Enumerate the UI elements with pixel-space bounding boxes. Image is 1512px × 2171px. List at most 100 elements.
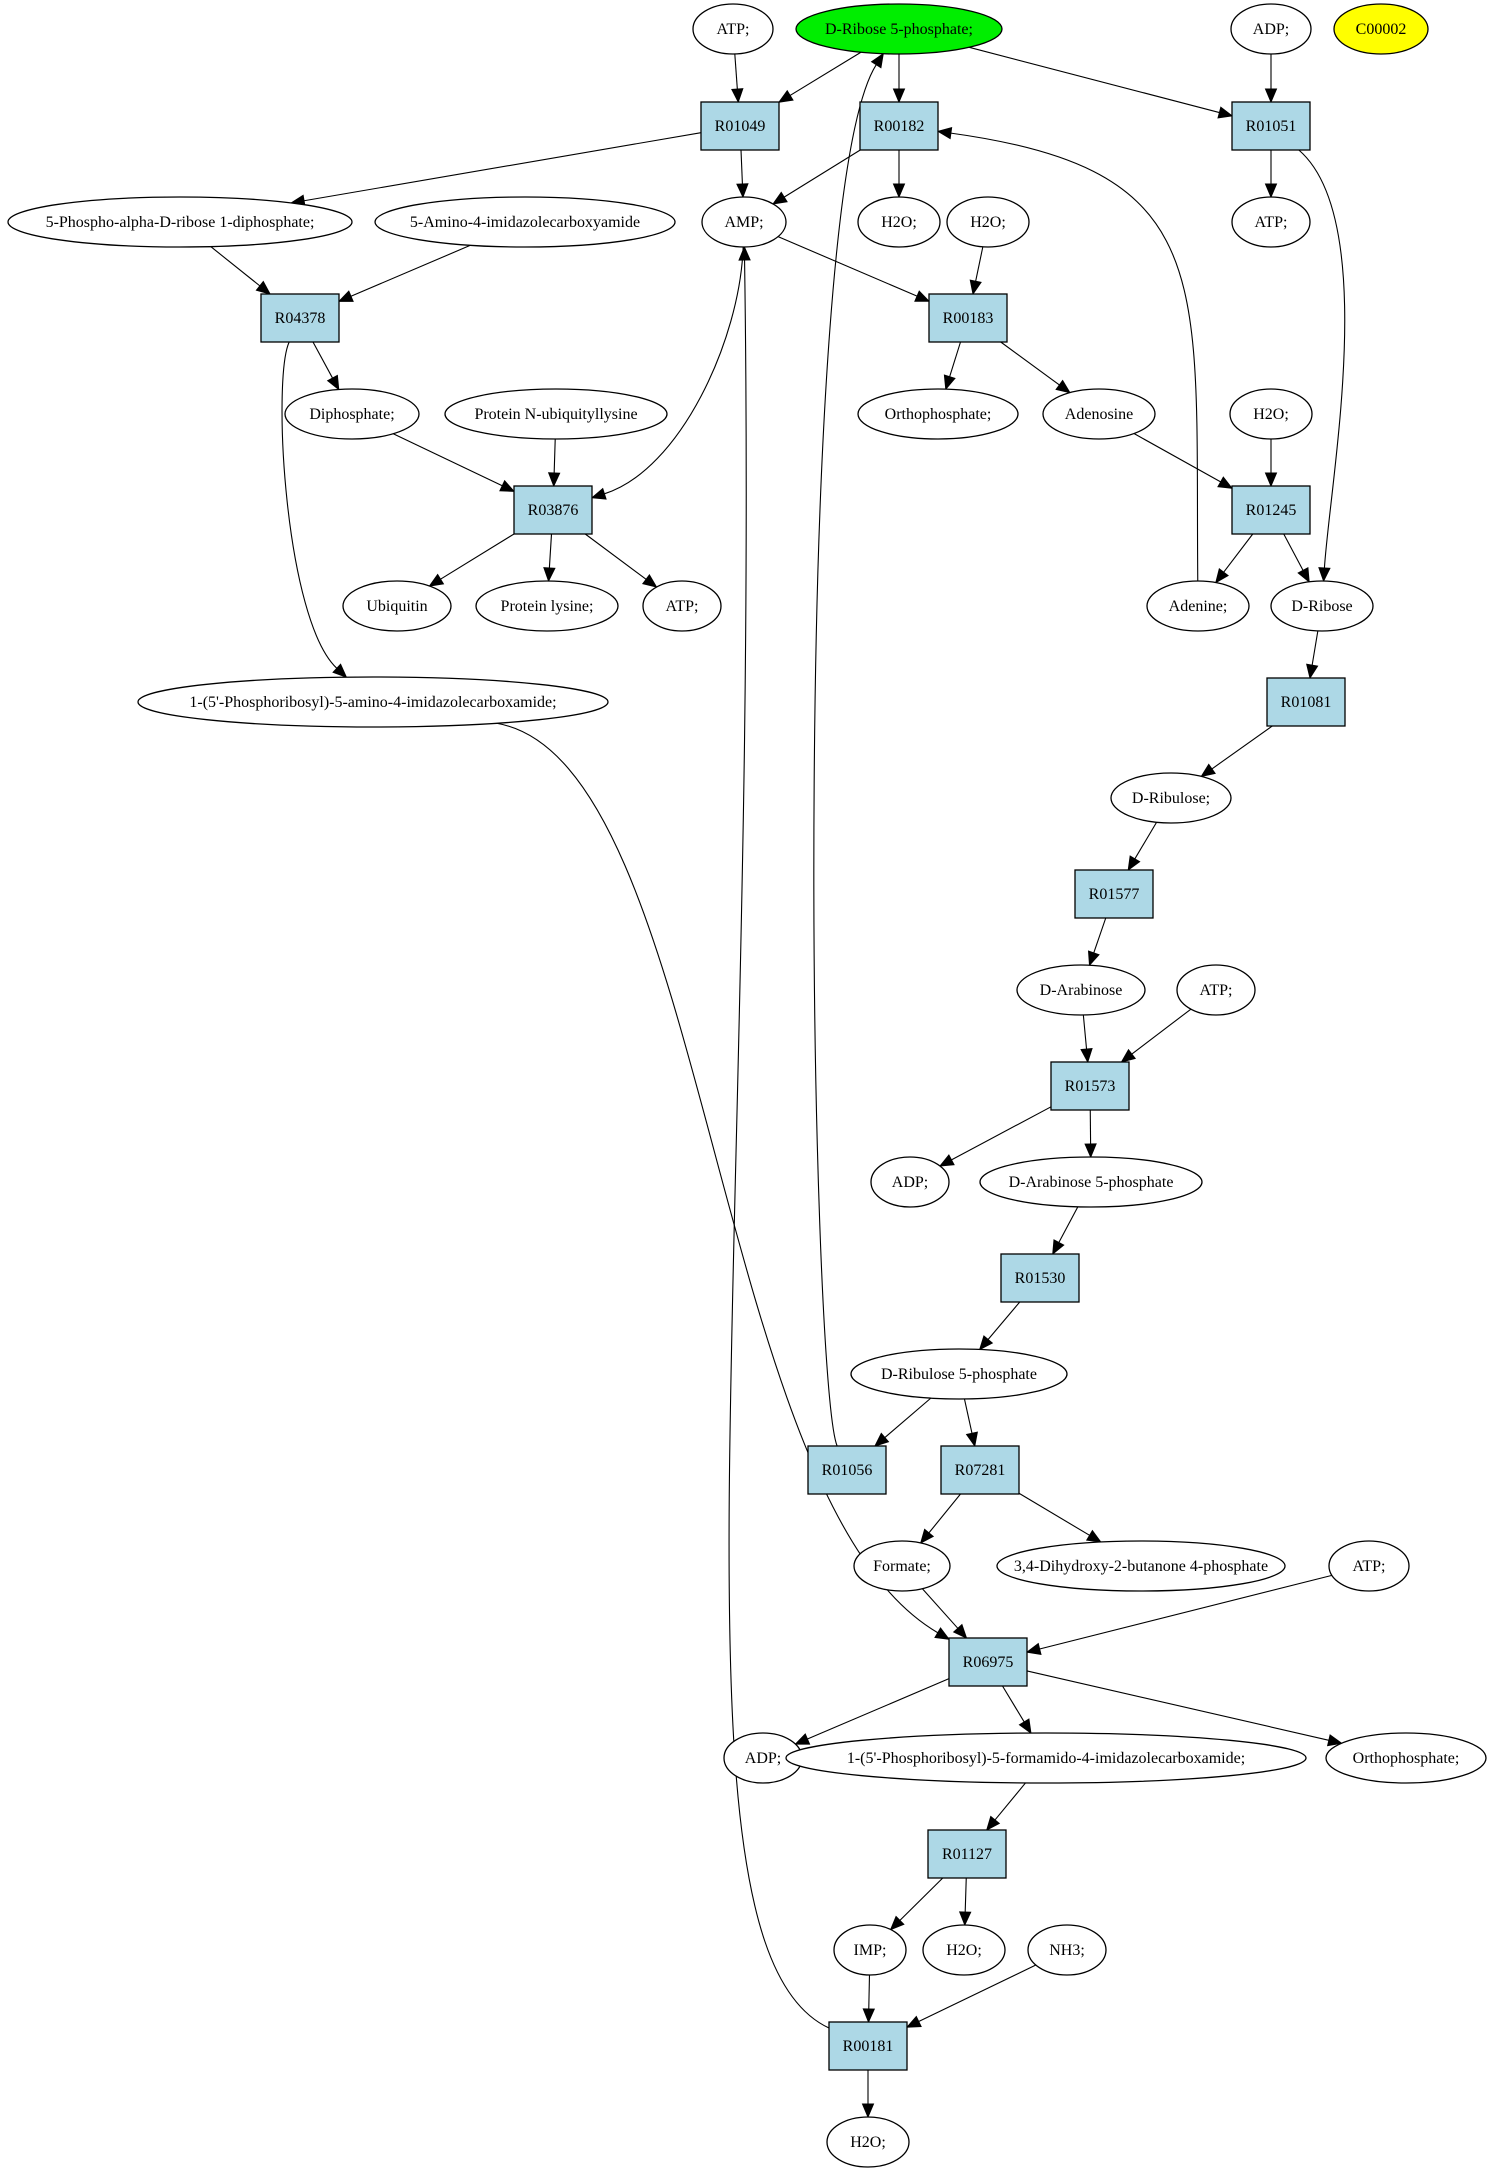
- edge-r01573-to-adp_r01573-arrowhead: [938, 1154, 955, 1167]
- node-label: R00181: [843, 2038, 894, 2055]
- compound-ellipse: [922, 1924, 1006, 1976]
- edge-ribose5p-to-r01049-arrowhead: [777, 89, 794, 103]
- compound-ellipse: [850, 1348, 1068, 1400]
- node-label: Formate;: [873, 1558, 931, 1575]
- compound-ellipse: [795, 3, 1003, 55]
- node-label: D-Ribulose;: [1132, 790, 1210, 807]
- edge-atp_top_left-to-r01049-arrowhead: [731, 88, 744, 104]
- node-label: 5-Phospho-alpha-D-ribose 1-diphosphate;: [46, 214, 315, 231]
- node-label: 5-Amino-4-imidazolecarboxyamide: [410, 214, 640, 231]
- node-label: Protein N-ubiquityllysine: [474, 406, 637, 423]
- edge-atp_r06975-to-r06975-arrowhead: [1025, 1642, 1042, 1655]
- edge-r00182-to-amp: [783, 149, 861, 198]
- compound-node-atp-r06975: ATP;: [1328, 1540, 1410, 1592]
- edge-atp_top_left-to-r01049: [734, 53, 738, 90]
- node-label: R04378: [275, 310, 326, 327]
- node-label: D-Arabinose 5-phosphate: [1009, 1174, 1174, 1191]
- edge-r01127-to-imp-arrowhead: [889, 1915, 905, 1931]
- compound-ellipse: [1027, 1924, 1107, 1976]
- compound-node-arabinose5p: D-Arabinose 5-phosphate: [979, 1156, 1203, 1208]
- edge-r06975-to-adp_r06975-arrowhead: [794, 1733, 811, 1745]
- node-label: H2O;: [946, 1942, 982, 1959]
- node-label: ATP;: [1353, 1558, 1386, 1575]
- edge-r04378-to-diphosphate: [312, 341, 334, 379]
- nodes-layer: ATP;D-Ribose 5-phosphate;ADP;C00002R0104…: [7, 3, 1487, 2168]
- compound-node-imp: IMP;: [833, 1924, 907, 1976]
- edge-d_ribulose-to-r01577-arrowhead: [1127, 855, 1141, 872]
- edge-r00183-to-orthophosphate_top-arrowhead: [943, 374, 956, 391]
- node-label: R01051: [1246, 118, 1297, 135]
- compound-ellipse: [1270, 580, 1374, 632]
- node-label: AMP;: [724, 214, 763, 231]
- reaction-node-r01530: R01530: [1000, 1253, 1080, 1303]
- edge-d_ribose-to-r01081-arrowhead: [1306, 663, 1319, 680]
- node-label: ADP;: [892, 1174, 928, 1191]
- compound-node-faicar: 1-(5'-Phosphoribosyl)-5-formamido-4-imid…: [785, 1732, 1307, 1784]
- edge-ribulose5p-to-r07281: [963, 1398, 973, 1434]
- edge-diphosphate-to-r03876-arrowhead: [499, 479, 516, 492]
- compound-node-atp-r01051: ATP;: [1231, 196, 1311, 248]
- edge-r06975-to-faicar: [1002, 1685, 1025, 1723]
- node-label: 1-(5'-Phosphoribosyl)-5-amino-4-imidazol…: [189, 694, 556, 711]
- compound-ellipse: [1146, 580, 1250, 632]
- edge-aica-to-r04378-arrowhead: [337, 290, 354, 302]
- compound-ellipse: [1231, 196, 1311, 248]
- node-label: R00182: [874, 118, 925, 135]
- node-label: ATP;: [717, 21, 750, 38]
- edge-h2o_r01245-to-r01245-arrowhead: [1264, 472, 1278, 488]
- compound-ellipse: [692, 3, 774, 55]
- reaction-node-r01245: R01245: [1231, 485, 1311, 535]
- edge-nh3-to-r00181: [918, 1964, 1037, 2023]
- node-label: H2O;: [1253, 406, 1289, 423]
- node-label: NH3;: [1049, 1942, 1085, 1959]
- compound-node-h2o-r01127: H2O;: [922, 1924, 1006, 1976]
- edge-aica-to-r04378: [350, 244, 471, 297]
- edge-r03876-to-ubiquitin: [440, 533, 515, 580]
- node-label: Orthophosphate;: [885, 406, 992, 423]
- reaction-node-r01577: R01577: [1074, 869, 1154, 919]
- compound-node-prpp: 5-Phospho-alpha-D-ribose 1-diphosphate;: [7, 196, 353, 248]
- node-label: R01127: [942, 1846, 992, 1863]
- node-label: IMP;: [854, 1942, 887, 1959]
- edge-r04378-to-aicar: [281, 341, 338, 669]
- edge-r01049-to-amp: [740, 149, 743, 185]
- reaction-box: [1000, 1253, 1080, 1303]
- edge-arabinose5p-to-r01530: [1058, 1206, 1079, 1243]
- edge-ribulose5p-to-r01056: [884, 1397, 932, 1438]
- compound-ellipse: [1328, 1540, 1410, 1592]
- edge-adenine-to-r00182: [950, 132, 1199, 582]
- compound-node-orthophosphate-top: Orthophosphate;: [857, 388, 1019, 440]
- edge-nh3-to-r00181-arrowhead: [905, 2015, 922, 2028]
- node-label: Diphosphate;: [309, 406, 394, 423]
- edge-formate-to-r06975-arrowhead: [952, 1623, 968, 1639]
- edge-r03876-to-atp_r03876-arrowhead: [641, 573, 658, 588]
- node-label: Adenine;: [1169, 598, 1228, 615]
- edge-r00182-to-amp-arrowhead: [772, 191, 788, 205]
- reaction-box: [260, 293, 340, 343]
- node-label: H2O;: [881, 214, 917, 231]
- edge-prot_ubiq-to-r03876-arrowhead: [547, 472, 561, 488]
- edge-r01530-to-ribulose5p-arrowhead: [978, 1335, 994, 1351]
- compound-ellipse: [137, 676, 609, 728]
- edge-r00181-to-h2o_r00181-arrowhead: [861, 2103, 875, 2119]
- edge-aicar-to-r06975-arrowhead: [934, 1627, 951, 1640]
- edge-faicar-to-r01127: [994, 1782, 1026, 1821]
- reaction-node-r01049: R01049: [700, 101, 780, 151]
- compound-ellipse: [870, 1156, 950, 1208]
- edge-faicar-to-r01127-arrowhead: [985, 1815, 1001, 1831]
- compound-ellipse: [979, 1156, 1203, 1208]
- edge-ribose5p-to-r01051: [969, 46, 1220, 114]
- compound-node-h2o-r01245: H2O;: [1229, 388, 1313, 440]
- edge-r07281-to-formate-arrowhead: [919, 1528, 935, 1544]
- edge-r03876-to-atp_r03876: [584, 533, 647, 580]
- edge-r01245-to-adenine: [1223, 533, 1254, 573]
- reaction-node-r07281: R07281: [940, 1445, 1020, 1495]
- edge-ribose5p-to-r01049: [789, 51, 862, 96]
- node-label: R00183: [943, 310, 994, 327]
- compound-ellipse: [342, 580, 452, 632]
- compound-node-atp-r01573: ATP;: [1176, 964, 1256, 1016]
- node-label: R01056: [822, 1462, 873, 1479]
- edge-adp_top-to-r01051-arrowhead: [1264, 88, 1278, 104]
- compound-ellipse: [1110, 772, 1232, 824]
